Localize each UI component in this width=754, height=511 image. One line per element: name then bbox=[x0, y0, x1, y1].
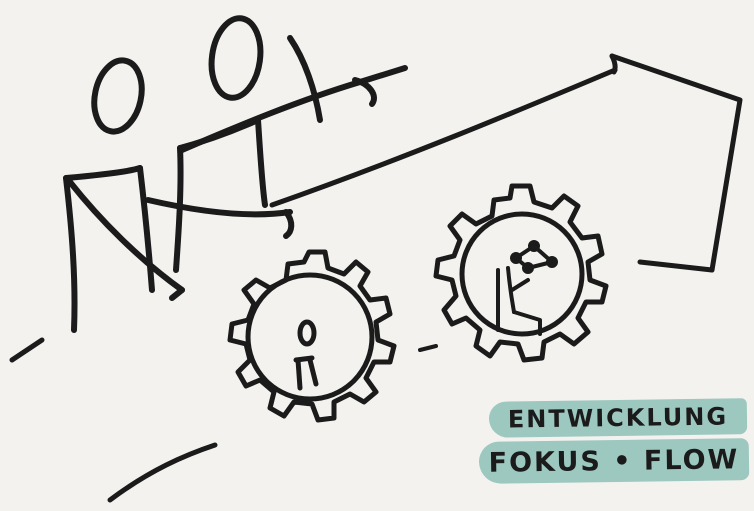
label-entwicklung: ENTWICKLUNG bbox=[488, 398, 748, 438]
ground-line-icon bbox=[9, 337, 218, 503]
label-fokus-flow: FOKUS • FLOW bbox=[478, 438, 750, 484]
gear-right-icon bbox=[433, 183, 609, 363]
person-pointing-icon bbox=[145, 15, 408, 273]
person-seated-network-icon bbox=[496, 240, 558, 336]
person-left-icon bbox=[63, 57, 185, 333]
person-standing-icon bbox=[293, 319, 319, 391]
gear-left-icon bbox=[227, 249, 397, 423]
gear-connector-icon bbox=[418, 344, 438, 352]
growth-arrow-icon bbox=[269, 53, 743, 273]
